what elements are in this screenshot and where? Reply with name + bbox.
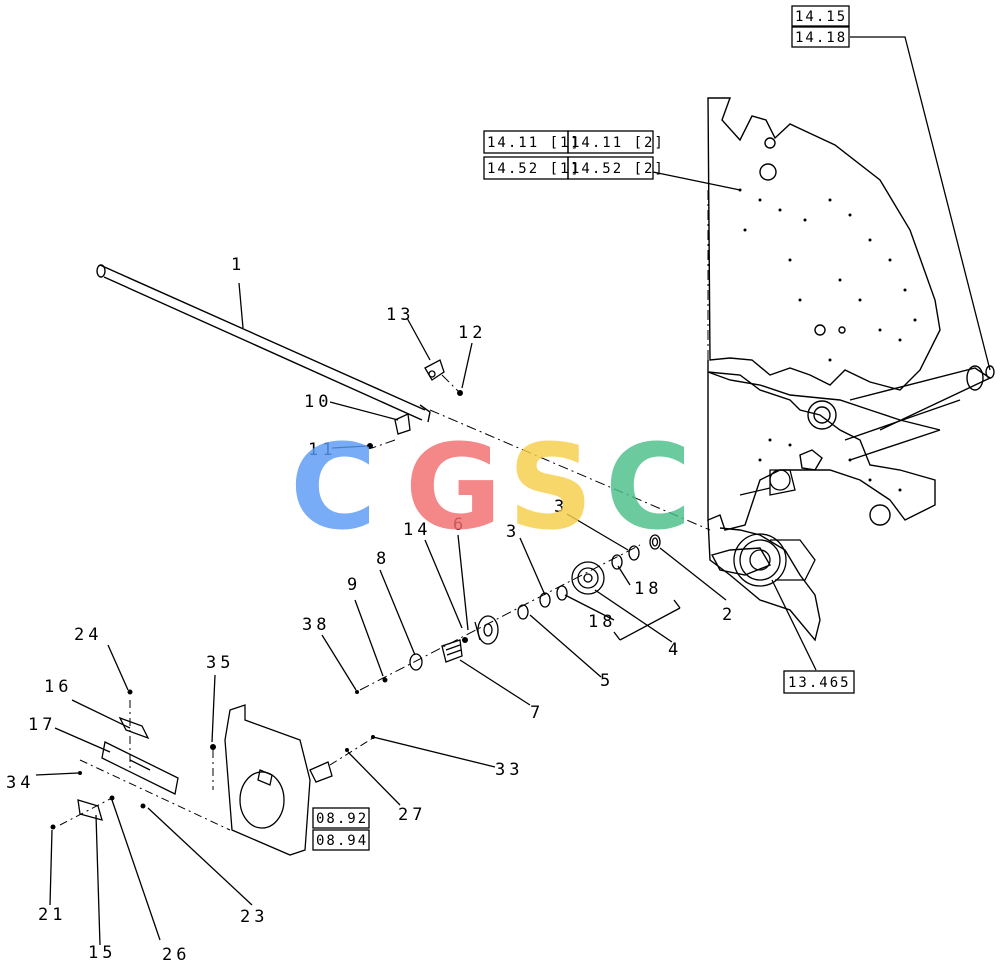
ref-14-52-2: 14.52 [2] xyxy=(571,161,665,177)
callout-9: 9 xyxy=(347,575,361,595)
callout-18a: 18 xyxy=(634,579,662,599)
ref-14-18: 14.18 xyxy=(795,30,847,46)
leader-lines xyxy=(35,36,991,946)
washer-stack xyxy=(517,534,661,620)
reference-boxes xyxy=(312,5,855,851)
ref-14-11-1: 14.11 [1] xyxy=(487,135,581,151)
side-panel-frame xyxy=(707,97,941,642)
grouping-bracket xyxy=(613,599,681,641)
callout-10: 10 xyxy=(304,392,332,412)
small-pins xyxy=(355,637,468,694)
lower-bracket-plate xyxy=(224,704,333,856)
callout-33: 33 xyxy=(495,760,523,780)
callout-18b: 18 xyxy=(588,612,616,632)
callout-5: 5 xyxy=(600,671,614,691)
callout-3b: 3 xyxy=(506,522,520,542)
part-7-spring xyxy=(441,639,463,663)
watermark-letter-c1: C xyxy=(290,418,377,556)
callout-4: 4 xyxy=(668,640,682,660)
callout-3a: 3 xyxy=(554,497,568,517)
ref-13-465: 13.465 xyxy=(788,675,851,691)
callout-8: 8 xyxy=(376,549,390,569)
callout-24: 24 xyxy=(74,625,102,645)
callout-2: 2 xyxy=(722,605,736,625)
callout-12: 12 xyxy=(458,323,486,343)
part-1-rod xyxy=(96,264,431,423)
callout-6: 6 xyxy=(453,515,467,535)
reference-labels: 14.15 14.18 14.11 [1] 14.11 [2] 14.52 [1… xyxy=(316,9,851,849)
callout-14: 14 xyxy=(403,520,431,540)
callout-35: 35 xyxy=(206,653,234,673)
ref-14-11-2: 14.11 [2] xyxy=(571,135,665,151)
callout-34: 34 xyxy=(6,773,34,793)
ref-14-52-1: 14.52 [1] xyxy=(487,161,581,177)
part-4-sprocket xyxy=(571,561,605,595)
callout-labels: 1 13 12 10 11 3 3 14 6 8 9 38 18 18 2 4 … xyxy=(6,255,736,965)
ref-14-15: 14.15 xyxy=(795,9,847,25)
watermark-logo: C G S C xyxy=(290,418,692,556)
ref-08-94: 08.94 xyxy=(316,833,368,849)
callout-38: 38 xyxy=(302,615,330,635)
lower-axis-lines xyxy=(59,700,374,831)
watermark-letter-s: S xyxy=(508,418,593,556)
callout-1: 1 xyxy=(231,255,245,275)
watermark-letter-g: G xyxy=(405,418,502,556)
drive-sprocket-assembly xyxy=(733,469,816,587)
part-6-hub xyxy=(474,615,499,645)
callout-17: 17 xyxy=(28,715,56,735)
ref-08-92: 08.92 xyxy=(316,811,368,827)
callout-11: 11 xyxy=(308,440,336,460)
watermark-letter-c2: C xyxy=(605,418,692,556)
part-16-clip xyxy=(118,716,150,740)
callout-16: 16 xyxy=(44,677,72,697)
callout-26: 26 xyxy=(162,945,190,965)
part-13-bracket xyxy=(424,359,445,381)
callout-15: 15 xyxy=(88,943,116,963)
part-10-bracket xyxy=(394,413,411,435)
callout-13: 13 xyxy=(386,305,414,325)
part-15-plate xyxy=(77,799,103,821)
callout-27: 27 xyxy=(398,805,426,825)
panel-holes xyxy=(738,188,917,492)
callout-7: 7 xyxy=(530,703,544,723)
callout-23: 23 xyxy=(240,907,268,927)
roller-shaft xyxy=(844,365,995,461)
callout-21: 21 xyxy=(38,905,66,925)
part-17-lever xyxy=(101,741,179,795)
part-8-washer xyxy=(409,653,423,671)
